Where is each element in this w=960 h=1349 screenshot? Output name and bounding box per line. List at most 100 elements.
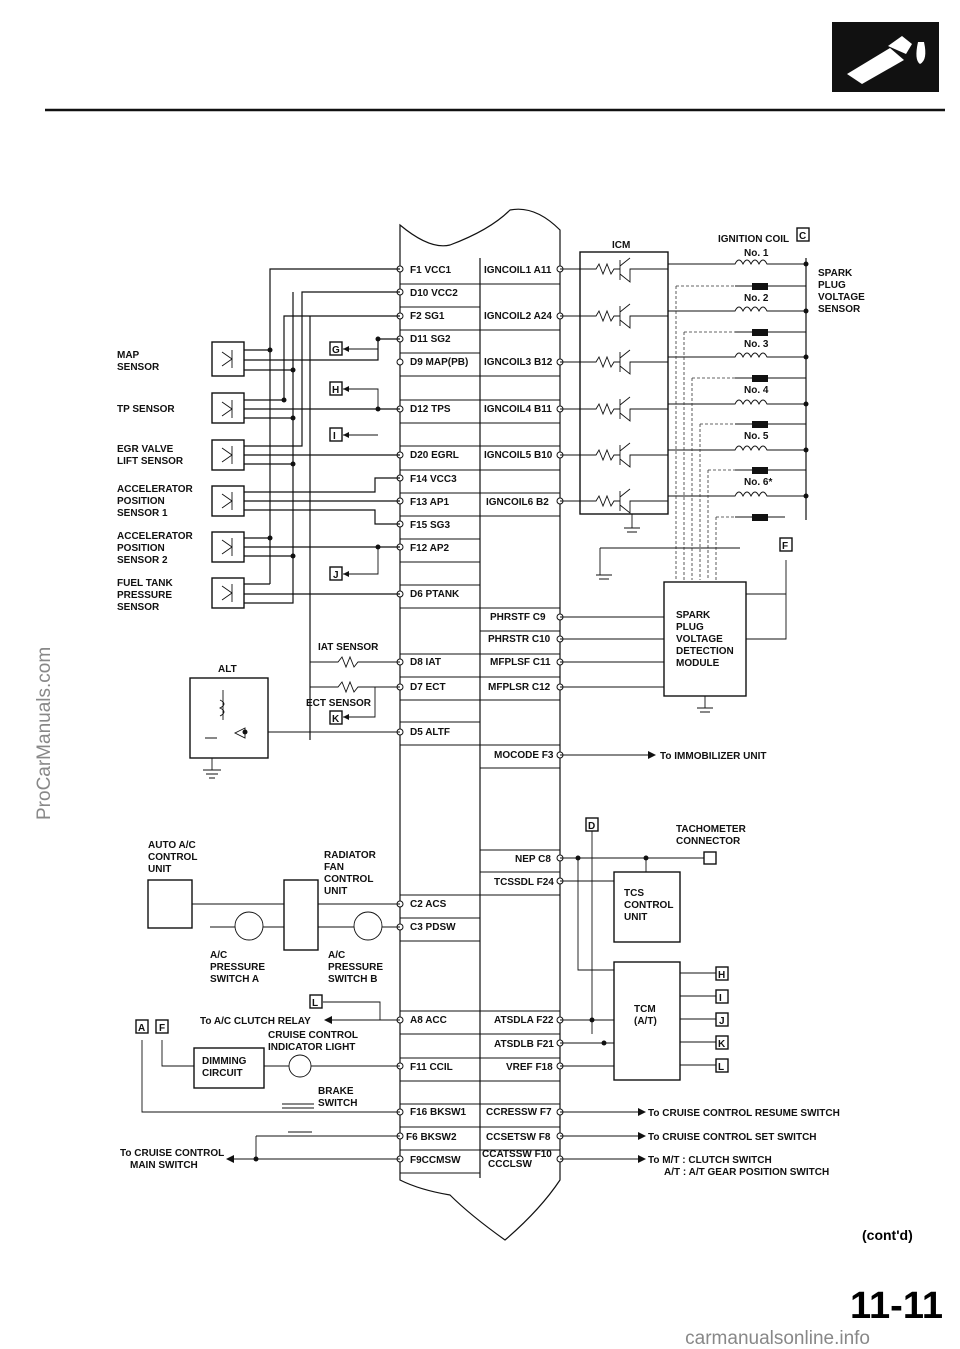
connector-ref: D	[588, 821, 595, 832]
ecm-pin: PHRSTR C10	[488, 634, 551, 645]
sensor-wiring	[244, 268, 400, 740]
ecm-pin: MFPLSF C11	[490, 657, 551, 668]
ecm-pin: C3 PDSW	[410, 922, 456, 933]
ecm-pin: F9CCMSW	[410, 1155, 461, 1166]
ecm-pin: D8 IAT	[410, 657, 441, 668]
ignition-coil-label: IGNITION COIL	[718, 234, 789, 245]
alternator: ALT	[189, 664, 400, 779]
connector-ref: H	[718, 970, 725, 981]
ecm-pin: D7 ECT	[410, 682, 446, 693]
ecm-right-pin-dividers	[480, 283, 560, 1151]
sensor-boxes	[211, 341, 245, 609]
connector-ref: L	[718, 1062, 724, 1073]
ecm-pin: D11 SG2	[410, 334, 451, 345]
connector-ref: K	[718, 1039, 726, 1050]
icm-drivers	[560, 257, 668, 533]
spv-dashed-lines	[596, 285, 740, 580]
ecm-pin: F11 CCIL	[410, 1062, 453, 1073]
coil-label: No. 4	[744, 385, 769, 396]
ecm-pin: MFPLSR C12	[488, 682, 551, 693]
ecm-pin: F1 VCC1	[410, 265, 452, 276]
ecm-pin: CCRESSW F7	[486, 1107, 552, 1118]
page-number: 11-11	[850, 1285, 943, 1327]
to-ac-clutch: To A/C CLUTCH RELAY	[200, 1016, 311, 1027]
ecm-pin: ATSDLA F22	[494, 1015, 554, 1026]
ecm-pin: F6 BKSW2	[406, 1132, 457, 1143]
coil-label: No. 5	[744, 431, 769, 442]
to-clutch: To M/T : CLUTCH SWITCH	[648, 1155, 772, 1166]
connector-ref: G	[332, 345, 340, 356]
tp-sensor-label: TP SENSOR	[117, 404, 175, 415]
ecm-pin: F2 SG1	[410, 311, 445, 322]
connector-ref: I	[719, 993, 722, 1004]
right-outgoing: To CRUISE CONTROL RESUME SWITCH To CRUIS…	[560, 1108, 840, 1178]
ecm-pin: D12 TPS	[410, 404, 451, 415]
tcm-label: TCM(A/T)	[634, 1004, 657, 1027]
iat-label: IAT SENSOR	[318, 642, 379, 653]
ecm-pin: IGNCOIL3 B12	[484, 357, 553, 368]
connector-ref: J	[333, 570, 339, 581]
ecm-left-pins: F1 VCC1 D10 VCC2 F2 SG1 D11 SG2 D9 MAP(P…	[406, 265, 468, 1166]
ecm-pin: IGNCOIL6 B2	[486, 497, 549, 508]
connector-refs-left: G H I J	[329, 341, 379, 581]
continued-label: (cont'd)	[862, 1227, 913, 1243]
ecm-pin: IGNCOIL2 A24	[484, 311, 552, 322]
connector-ref: F	[782, 541, 788, 552]
ecm-right-pins: IGNCOIL1 A11 IGNCOIL2 A24 IGNCOIL3 B12 I…	[482, 265, 554, 1170]
ecm-pin: CCSETSW F8	[486, 1132, 551, 1143]
ect-label: ECT SENSOR	[306, 698, 372, 709]
to-immobilizer: To IMMOBILIZER UNIT	[660, 751, 766, 762]
coil-label: No. 2	[744, 293, 769, 304]
ecm-pin: F12 AP2	[410, 543, 450, 554]
coil-label: No. 6*	[744, 477, 772, 488]
ecm-pin: IGNCOIL5 B10	[484, 450, 553, 461]
icm-block: ICM IGNITION COIL C No. 1 No. 2 No. 3 No…	[560, 227, 865, 580]
ecm-pin: MOCODE F3	[494, 750, 554, 761]
ecm-pin: IGNCOIL1 A11	[484, 265, 552, 276]
temp-sensors: IAT SENSOR ECT SENSOR K	[306, 642, 400, 725]
side-watermark: ProCarManuals.com	[34, 647, 55, 820]
connector-ref: L	[312, 998, 318, 1009]
ecm-pin: IGNCOIL4 B11	[484, 404, 552, 415]
connector-ref: F	[159, 1023, 165, 1034]
to-set: To CRUISE CONTROL SET SWITCH	[648, 1132, 817, 1143]
ecm-pin: NEP C8	[515, 854, 551, 865]
ecm-pin: D10 VCC2	[410, 288, 458, 299]
ecm-pin: PHRSTF C9	[490, 612, 546, 623]
icm-label: ICM	[612, 240, 630, 251]
ecm-pin: CCCLSW	[488, 1159, 532, 1170]
ecm-body	[399, 208, 561, 1241]
fuel-nozzle-icon	[832, 22, 939, 92]
footer-watermark: carmanualsonline.info	[685, 1328, 870, 1349]
ecm-pin: C2 ACS	[410, 899, 447, 910]
immobilizer-line: To IMMOBILIZER UNIT	[560, 751, 766, 762]
ecm-pin: CCATSSW F10	[482, 1149, 552, 1160]
ecm-pin: D20 EGRL	[410, 450, 459, 461]
ecm-left-pin-dividers	[400, 283, 480, 1174]
coil-windings	[668, 258, 809, 521]
ecm-pin: A8 ACC	[410, 1015, 447, 1026]
to-atgear: A/T : A/T GEAR POSITION SWITCH	[664, 1167, 829, 1178]
connector-ref: J	[719, 1016, 725, 1027]
coil-label: No. 3	[744, 339, 769, 350]
